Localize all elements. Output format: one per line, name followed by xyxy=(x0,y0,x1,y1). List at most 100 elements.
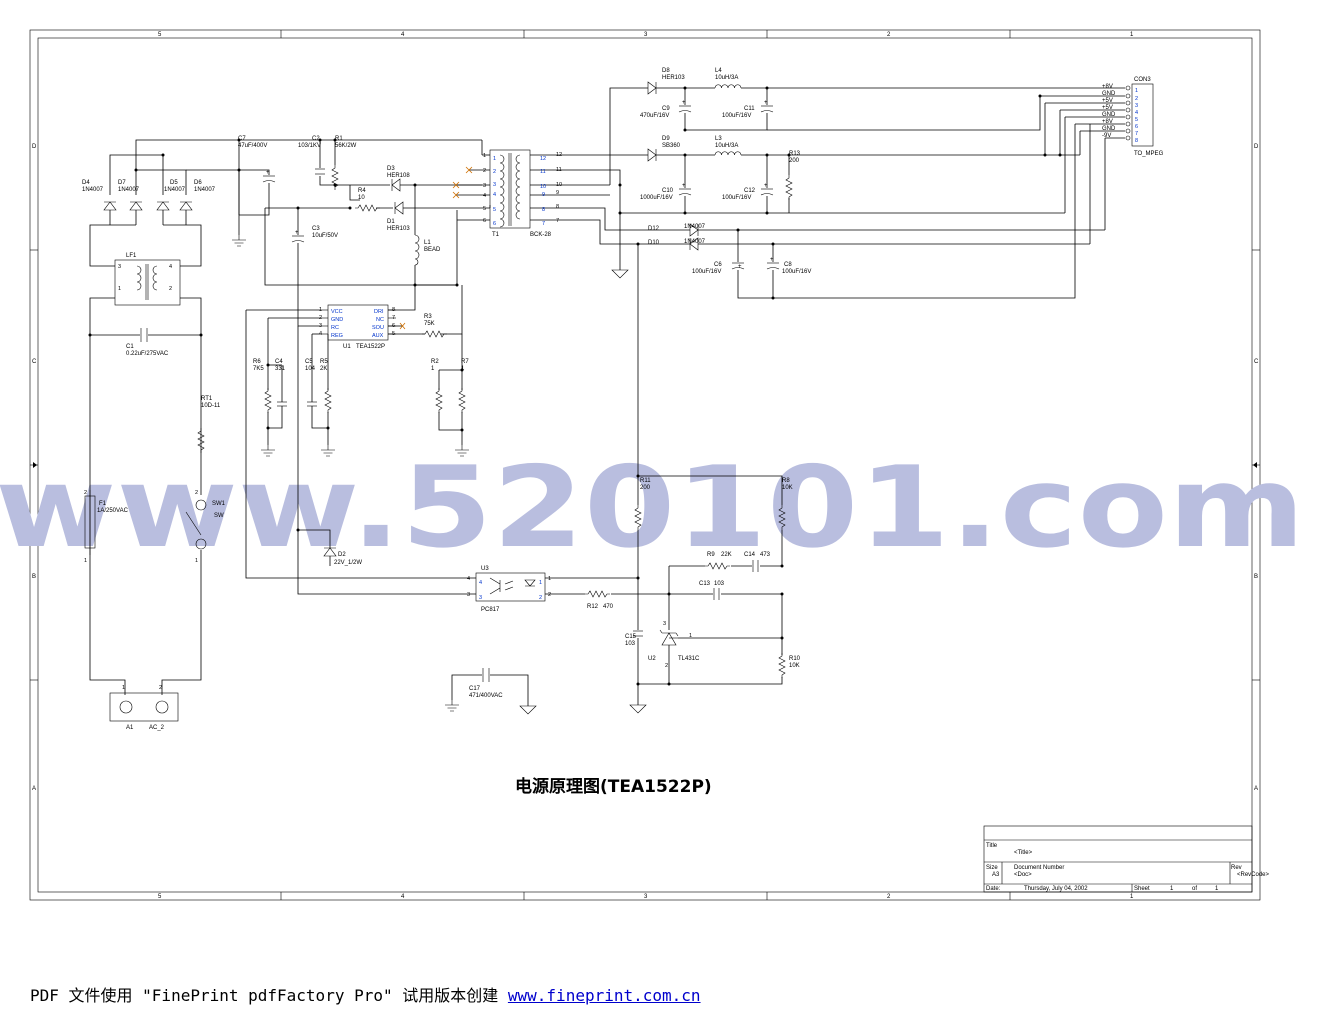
svg-text:R12: R12 xyxy=(587,604,599,610)
svg-text:47uF/400V: 47uF/400V xyxy=(238,143,267,149)
svg-text:1000uF/16V: 1000uF/16V xyxy=(640,195,673,201)
inductor-l3: L3 10uH/3A xyxy=(714,136,742,156)
svg-text:9: 9 xyxy=(542,192,545,198)
row-label: C xyxy=(1254,359,1259,365)
svg-text:C8: C8 xyxy=(784,262,792,268)
docnum-label: Document Number xyxy=(1014,865,1064,871)
svg-text:+: + xyxy=(266,170,270,176)
capacitor-c6: + C6 100uF/16V xyxy=(692,262,745,275)
drawing-frame xyxy=(29,29,1261,901)
svg-text:10: 10 xyxy=(540,184,546,190)
svg-text:C4: C4 xyxy=(275,359,283,365)
resistor-r11: R11 200 xyxy=(634,478,651,531)
svg-text:C9: C9 xyxy=(662,106,670,112)
svg-text:11: 11 xyxy=(556,167,562,173)
svg-text:R1: R1 xyxy=(335,136,343,142)
svg-text:C7: C7 xyxy=(238,136,246,142)
svg-text:1: 1 xyxy=(539,580,542,586)
svg-text:4: 4 xyxy=(169,264,172,270)
svg-text:SW1: SW1 xyxy=(212,501,226,507)
diode-d3: D3 HER108 xyxy=(387,166,410,192)
resistor-r2: R2 1 xyxy=(431,359,443,414)
no-connect-mark xyxy=(399,322,406,330)
svg-text:C14: C14 xyxy=(744,552,756,558)
svg-text:12: 12 xyxy=(540,156,546,162)
svg-text:R11: R11 xyxy=(640,478,651,484)
svg-text:2: 2 xyxy=(493,169,496,175)
watermark-text: www.520101.com xyxy=(0,443,1305,573)
of-label: of xyxy=(1192,886,1197,892)
svg-text:331: 331 xyxy=(275,366,286,372)
footer-link[interactable]: www.fineprint.com.cn xyxy=(507,986,701,1005)
svg-text:BEAD: BEAD xyxy=(424,247,441,253)
svg-text:3: 3 xyxy=(483,183,486,189)
svg-text:BCK-28: BCK-28 xyxy=(530,232,552,238)
ic-u1-tea1522p: VCC GND RC REG DRI NC SOU AUX 1 2 3 4 8 … xyxy=(319,304,396,350)
size-label: Size xyxy=(986,865,998,871)
svg-text:7: 7 xyxy=(542,221,545,227)
date-value: Thursday, July 04, 2002 xyxy=(1024,886,1088,892)
svg-text:TO_MPEG: TO_MPEG xyxy=(1134,151,1164,157)
schematic-title: 电源原理图(TEA1522P) xyxy=(515,776,712,797)
resistor-r6: R6 7K5 xyxy=(253,359,272,414)
col-label: 2 xyxy=(887,894,891,900)
shunt-regulator-u2: 3 1 2 U2 TL431C xyxy=(648,621,700,669)
zener-d2: D2 22V_1/2W xyxy=(323,547,362,566)
svg-text:8: 8 xyxy=(542,207,545,213)
svg-text:10uH/3A: 10uH/3A xyxy=(715,75,738,81)
svg-text:100uF/16V: 100uF/16V xyxy=(722,195,751,201)
resistor-r13: R13 200 xyxy=(785,151,801,201)
svg-text:200: 200 xyxy=(789,158,800,164)
svg-text:RT1: RT1 xyxy=(201,396,213,402)
capacitor-c4: C4 331 xyxy=(275,359,287,407)
svg-text:56K/2W: 56K/2W xyxy=(335,143,357,149)
svg-text:2: 2 xyxy=(84,490,87,496)
svg-text:A1: A1 xyxy=(126,725,134,731)
svg-text:6: 6 xyxy=(493,221,496,227)
capacitor-c2: C2 103/1KV xyxy=(298,136,325,175)
svg-text:11: 11 xyxy=(540,169,546,175)
diode-d12: D12 1N4007 xyxy=(648,223,706,237)
svg-text:104: 104 xyxy=(305,366,316,372)
svg-text:75K: 75K xyxy=(424,321,435,327)
inductor-l1: L1 BEAD xyxy=(414,234,441,266)
ground-symbols xyxy=(231,234,647,715)
diode-d10: D10 1N4007 xyxy=(648,237,706,251)
svg-text:10: 10 xyxy=(358,195,365,201)
svg-text:TEA1522P: TEA1522P xyxy=(356,344,385,350)
svg-text:D2: D2 xyxy=(338,552,346,558)
svg-text:8: 8 xyxy=(392,307,395,313)
ac-input-connector-a1: 1 2 A1 AC_2 xyxy=(109,685,179,731)
col-label: 1 xyxy=(1130,32,1134,38)
svg-text:7: 7 xyxy=(556,218,559,224)
title-label: Title xyxy=(986,843,998,849)
svg-text:1: 1 xyxy=(493,156,496,162)
svg-text:R8: R8 xyxy=(782,478,790,484)
svg-text:3: 3 xyxy=(663,621,666,627)
col-label: 4 xyxy=(401,894,405,900)
col-label: 3 xyxy=(644,32,648,38)
svg-text:SOU: SOU xyxy=(372,325,384,331)
size-value: A3 xyxy=(992,872,1000,878)
row-label: B xyxy=(1254,574,1258,580)
svg-text:C12: C12 xyxy=(744,188,756,194)
svg-text:C3: C3 xyxy=(312,226,320,232)
svg-text:R9: R9 xyxy=(707,552,715,558)
svg-text:22K: 22K xyxy=(721,552,732,558)
no-connect-marks xyxy=(452,166,473,199)
svg-text:D3: D3 xyxy=(387,166,395,172)
inductor-l4: L4 10uH/3A xyxy=(714,68,742,89)
svg-text:D10: D10 xyxy=(648,240,660,246)
svg-text:+8V: +8V xyxy=(1102,119,1113,125)
svg-text:HER103: HER103 xyxy=(662,75,685,81)
svg-text:100uF/16V: 100uF/16V xyxy=(692,269,721,275)
svg-text:C6: C6 xyxy=(714,262,722,268)
row-label: C xyxy=(32,359,37,365)
svg-text:CON3: CON3 xyxy=(1134,77,1151,83)
sheet-label: Sheet xyxy=(1134,886,1150,892)
svg-text:C11: C11 xyxy=(744,106,755,112)
thermistor-rt1: RT1 10D-11 xyxy=(197,396,221,454)
svg-text:6: 6 xyxy=(1135,124,1138,130)
svg-text:1N4007: 1N4007 xyxy=(684,224,706,230)
rev-label: Rev xyxy=(1231,865,1242,871)
